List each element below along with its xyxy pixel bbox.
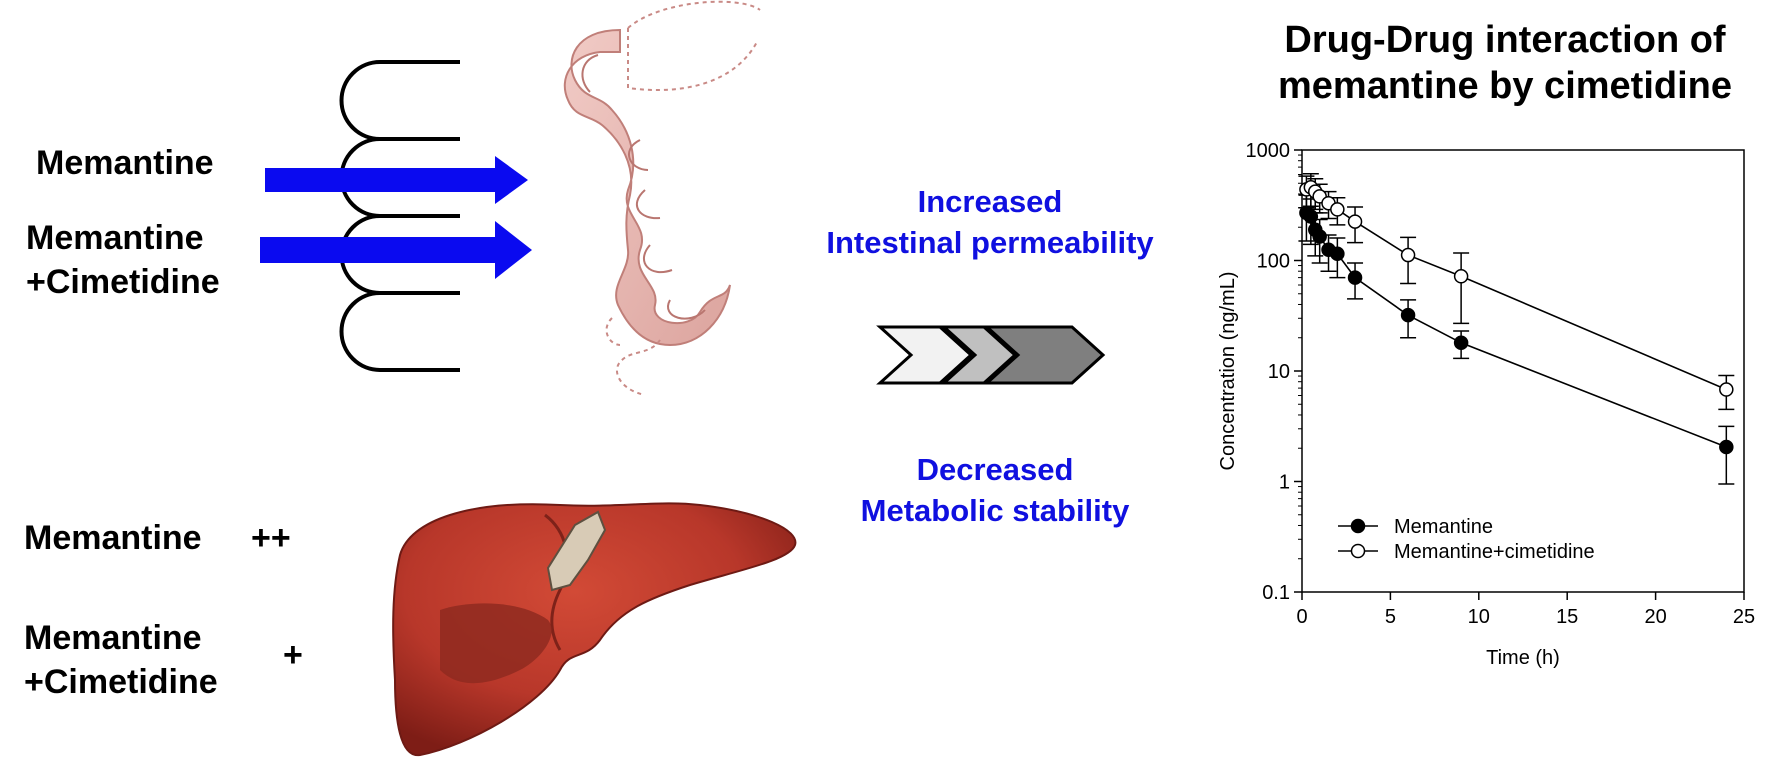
data-point — [1347, 270, 1363, 285]
data-point — [1312, 229, 1327, 244]
chart-title-line2: memantine by cimetidine — [1277, 64, 1732, 107]
y-tick-label: 1000 — [1246, 140, 1291, 162]
x-tick-label: 0 — [1296, 606, 1307, 628]
liver-label-combo-line2: +Cimetidine — [24, 662, 218, 701]
permeability-arrows — [260, 156, 532, 279]
liver-label-combo-line1: Memantine — [24, 619, 202, 657]
data-point — [1719, 439, 1734, 455]
intestine-label-combo-line2: +Cimetidine — [26, 262, 220, 301]
liver-label-memantine: Memantine — [24, 519, 202, 557]
y-tick-label: 0.1 — [1262, 582, 1290, 604]
data-point — [1330, 202, 1345, 217]
metabolic-effect-line1: Decreased — [916, 452, 1074, 487]
chart-title: Drug-Drug interaction of memantine by ci… — [1240, 18, 1770, 109]
intestine-label-combo: Memantine +Cimetidine — [26, 217, 220, 304]
y-tick-label: 10 — [1268, 361, 1290, 383]
legend-marker — [1350, 518, 1366, 534]
x-tick-label: 10 — [1468, 606, 1490, 628]
data-point — [1347, 214, 1363, 229]
x-tick-label: 15 — [1556, 606, 1578, 628]
data-point — [1400, 247, 1416, 263]
legend-label: Memantine+cimetidine — [1394, 541, 1595, 563]
data-point — [1400, 307, 1416, 323]
y-tick-label: 100 — [1257, 251, 1290, 273]
data-point — [1330, 246, 1345, 262]
x-axis-label: Time (h) — [1486, 647, 1560, 669]
data-point — [1453, 269, 1469, 284]
arrow-memantine-cimetidine — [260, 221, 532, 279]
liver-label-combo: Memantine +Cimetidine — [24, 617, 218, 704]
liver-illustration — [392, 502, 797, 757]
data-point — [1303, 209, 1319, 224]
x-tick-label: 25 — [1733, 606, 1755, 628]
metabolic-effect-line2: Metabolic stability — [860, 492, 1130, 528]
arrow-memantine — [265, 156, 528, 204]
chart-title-line1: Drug-Drug interaction of — [1284, 19, 1726, 61]
y-axis-label: Concentration (ng/mL) — [1217, 272, 1239, 471]
intestine-label-combo-line1: Memantine — [26, 219, 204, 257]
intestinal-effect: Increased Intestinal permeability — [800, 182, 1180, 264]
chevron-arrow — [876, 325, 1106, 385]
data-point — [1453, 335, 1469, 351]
y-tick-label: 1 — [1279, 472, 1290, 494]
legend-marker — [1350, 543, 1366, 559]
chevron-2 — [940, 325, 1018, 385]
series-line-0 — [1305, 212, 1727, 448]
intestinal-effect-line1: Increased — [917, 184, 1063, 219]
metabolic-effect: Decreased Metabolic stability — [810, 450, 1180, 532]
chevron-1 — [876, 325, 974, 385]
liver-level-memantine: ++ — [251, 519, 291, 557]
intestine-illustration — [563, 0, 761, 396]
intestine-label-memantine: Memantine — [36, 144, 214, 182]
liver-level-combo: + — [283, 636, 303, 674]
data-point — [1719, 382, 1734, 397]
chevron-3 — [983, 325, 1106, 385]
x-tick-label: 5 — [1385, 606, 1396, 628]
legend-label: Memantine — [1394, 516, 1493, 538]
x-tick-label: 20 — [1644, 606, 1666, 628]
intestinal-effect-line2: Intestinal permeability — [826, 224, 1154, 260]
